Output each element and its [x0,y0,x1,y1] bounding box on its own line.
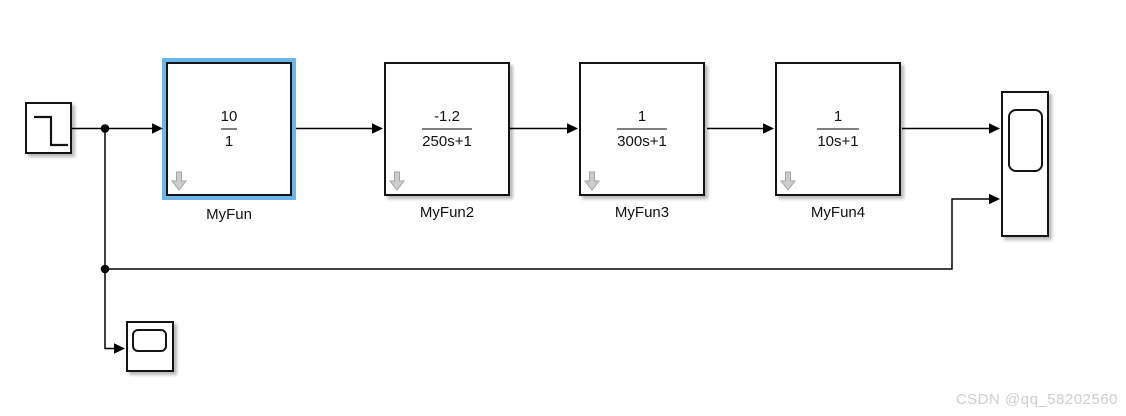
scope-block[interactable] [1001,91,1049,237]
wire-branch-to-scope-input2[interactable] [105,198,990,270]
fraction-bar [617,128,667,130]
tf-denominator: 10s+1 [817,133,859,150]
arrowhead-into-myfun3 [567,123,578,134]
tf-denominator: 250s+1 [422,133,472,150]
block-myfun4[interactable]: 1 10s+1 MyFun4 [775,62,901,221]
down-arrow-badge-icon [389,171,405,191]
arrowhead-into-small-scope [114,343,125,354]
tf-numerator: 1 [637,107,647,125]
block-myfun[interactable]: 10 1 MyFun [166,62,292,223]
tf-numerator: 1 [833,107,843,125]
tf-denominator: 300s+1 [617,133,667,150]
block-myfun3[interactable]: 1 300s+1 MyFun3 [579,62,705,221]
branch-dot [100,124,110,133]
scope-display-icon [1008,109,1043,172]
block-label: MyFun4 [810,204,866,221]
step-source-block[interactable] [25,102,72,154]
transfer-function-expression: 1 10s+1 [817,107,859,151]
csdn-watermark: CSDN @qq_58202560 [955,391,1118,408]
transfer-function-expression: -1.2 250s+1 [422,108,472,151]
fraction-bar [817,128,859,130]
block-label: MyFun2 [419,204,475,221]
block-label: MyFun [206,206,252,223]
transfer-function-expression: 10 1 [220,107,238,151]
tf-numerator: 10 [220,107,238,125]
arrowhead-into-scope-in1 [989,123,1000,134]
down-arrow-badge-icon [780,171,796,191]
fraction-bar [422,128,472,130]
arrowhead-into-myfun [152,123,163,134]
branch-dot [100,264,110,274]
fraction-bar [220,128,238,130]
wire-branch-to-small-scope[interactable] [104,128,115,350]
arrowhead-into-scope-in2 [989,193,1000,205]
block-label: MyFun3 [614,204,670,221]
arrowhead-into-myfun4 [763,123,774,134]
down-arrow-badge-icon [171,171,187,191]
scope-display-icon [132,329,167,352]
block-myfun2[interactable]: -1.2 250s+1 MyFun2 [384,62,510,221]
tf-denominator: 1 [224,133,234,150]
scope-small-block[interactable] [126,321,174,372]
arrowhead-into-myfun2 [372,123,383,134]
down-arrow-badge-icon [584,171,600,191]
transfer-function-expression: 1 300s+1 [617,108,667,151]
step-signal-icon [34,115,68,147]
tf-numerator: -1.2 [434,107,460,125]
